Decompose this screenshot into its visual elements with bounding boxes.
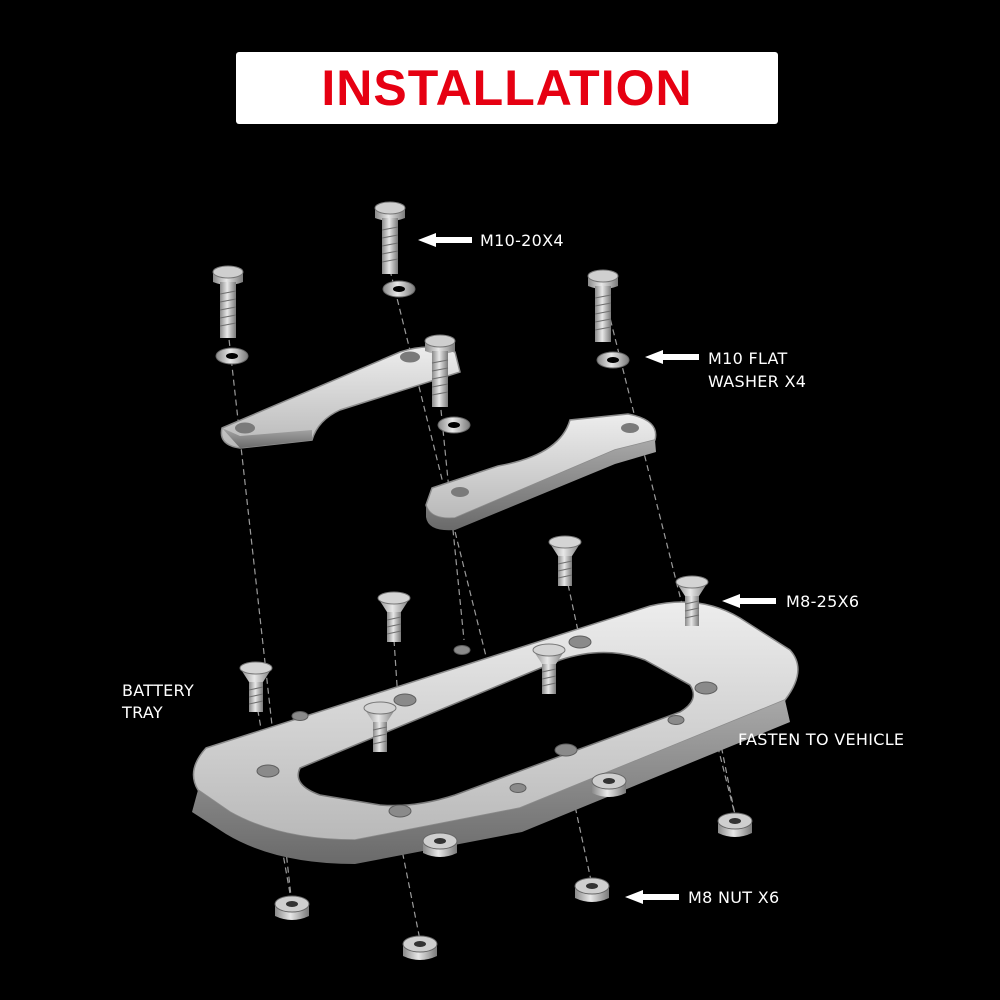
m10-bolt [212,265,244,338]
nut [274,895,310,920]
m8-bolts [239,535,709,752]
m10-bolts [212,201,619,407]
m10-bolt [374,201,406,274]
label-m10-bolt: M10-20X4 [480,231,564,250]
title-banner: INSTALLATION [236,52,778,124]
nut [402,935,438,960]
m8-bolt [675,575,709,626]
label-washer-line2: WASHER X4 [708,372,806,391]
label-fasten: FASTEN TO VEHICLE [738,730,904,749]
m10-bolt [587,269,619,342]
label-tray-line2: TRAY [121,703,163,722]
nut [591,772,627,797]
label-washer-line1: M10 FLAT [708,349,788,368]
nut [422,832,458,857]
right-bracket [425,413,657,531]
label-m8-nut: M8 NUT X6 [688,888,779,907]
washer [437,416,471,434]
page-title: INSTALLATION [321,60,693,116]
left-bracket [220,346,461,449]
nut [717,812,753,837]
battery-tray [192,601,799,864]
arrows [418,233,776,904]
m8-bolt [532,643,566,694]
m8-nuts [274,772,753,960]
arrow-left-icon [645,350,699,364]
label-tray-line1: BATTERY [122,681,194,700]
m8-bolt [363,701,397,752]
m8-bolt [548,535,582,586]
nut [574,877,610,902]
m10-washers [215,280,630,434]
m10-bolt [424,334,456,407]
arrow-left-icon [722,594,776,608]
washer [382,280,416,298]
washer [596,351,630,369]
arrow-left-icon [418,233,472,247]
m8-bolt [239,661,273,712]
m8-bolt [377,591,411,642]
washer [215,347,249,365]
arrow-left-icon [625,890,679,904]
label-m8-bolt: M8-25X6 [786,592,859,611]
